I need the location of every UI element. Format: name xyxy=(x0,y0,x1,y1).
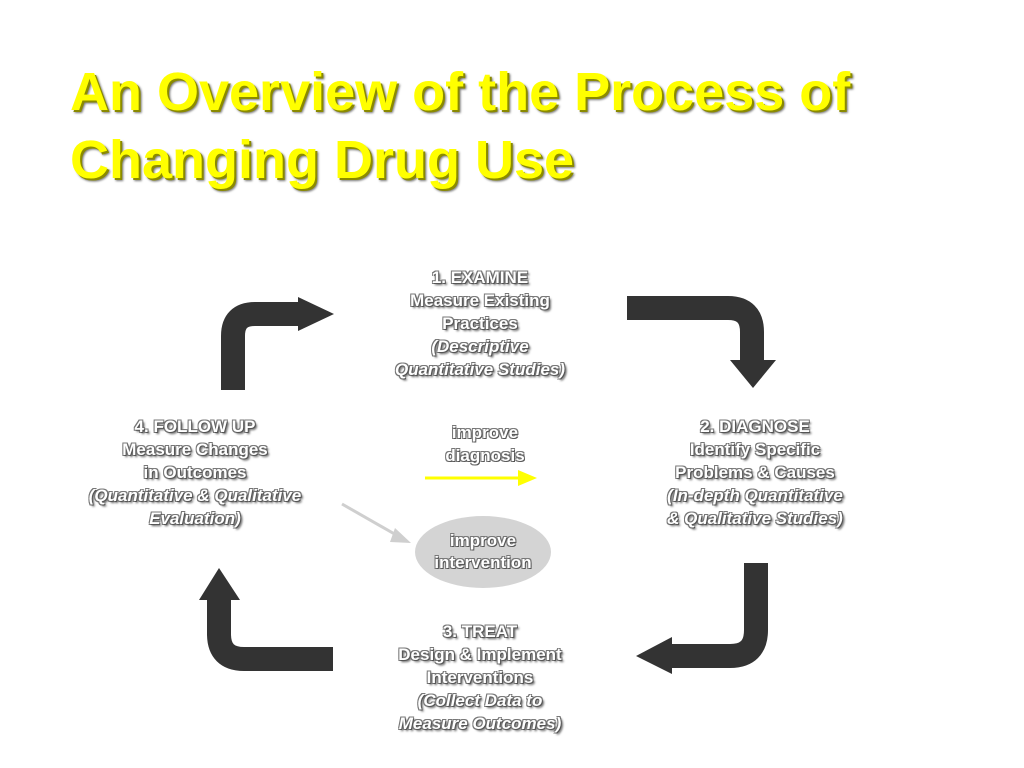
improve-diagnosis-line-2: diagnosis xyxy=(445,446,525,465)
stage-followup-line-2: in Outcomes xyxy=(143,463,247,482)
stage-examine-italic-2: Quantitative Studies) xyxy=(394,360,566,379)
arrow-head-examine-to-diagnose xyxy=(730,360,776,388)
stage-diagnose-italic-1: (In-depth Quantitative xyxy=(667,486,843,505)
stage-followup-italic-2: Evaluation) xyxy=(149,509,241,528)
stage-diagnose-heading: 2. DIAGNOSE xyxy=(700,417,810,436)
slide-title: An Overview of the Process of Changing D… xyxy=(70,58,970,194)
arrow-examine-to-diagnose xyxy=(627,296,764,360)
slide-title-line-2: Changing Drug Use xyxy=(70,130,575,190)
stage-treat-heading: 3. TREAT xyxy=(442,622,518,641)
arrow-head-improve-diagnosis xyxy=(518,470,537,486)
improve-intervention-line-2: intervention xyxy=(434,553,532,572)
arrow-improve-intervention xyxy=(341,502,399,538)
stage-examine-line-2: Practices xyxy=(442,314,518,333)
stage-followup: 4. FOLLOW UP Measure Changes in Outcomes… xyxy=(55,415,335,530)
arrow-head-improve-intervention xyxy=(390,528,411,543)
stage-examine: 1. EXAMINE Measure Existing Practices (D… xyxy=(360,266,600,381)
improve-intervention-line-1: improve xyxy=(449,531,517,550)
arrow-treat-to-followup xyxy=(207,596,333,671)
stage-treat-line-1: Design & Implement xyxy=(398,645,562,664)
arrow-head-followup-to-examine xyxy=(298,297,334,331)
stage-treat-italic-2: Measure Outcomes) xyxy=(398,714,562,733)
stage-diagnose-line-1: Identify Specific xyxy=(689,440,821,459)
stage-diagnose-line-2: Problems & Causes xyxy=(675,463,835,482)
improve-diagnosis-line-1: improve xyxy=(451,423,519,442)
slide-title-line-1: An Overview of the Process of xyxy=(70,62,851,122)
improve-intervention-ellipse: improve intervention xyxy=(415,516,551,588)
arrow-head-treat-to-followup xyxy=(199,568,240,600)
stage-treat: 3. TREAT Design & Implement Intervention… xyxy=(360,620,600,735)
stage-examine-italic-1: (Descriptive xyxy=(431,337,529,356)
stage-diagnose: 2. DIAGNOSE Identify Specific Problems &… xyxy=(630,415,880,530)
stage-treat-italic-1: (Collect Data to xyxy=(417,691,543,710)
stage-examine-heading: 1. EXAMINE xyxy=(431,268,529,287)
improve-diagnosis-label: improve diagnosis xyxy=(420,421,550,467)
stage-diagnose-italic-2: & Qualitative Studies) xyxy=(667,509,843,528)
stage-examine-line-1: Measure Existing xyxy=(410,291,550,310)
stage-treat-line-2: Interventions xyxy=(426,668,534,687)
arrow-diagnose-to-treat xyxy=(668,563,768,668)
arrow-followup-to-examine xyxy=(221,302,300,390)
stage-followup-italic-1: (Quantitative & Qualitative xyxy=(88,486,302,505)
stage-followup-heading: 4. FOLLOW UP xyxy=(134,417,256,436)
stage-followup-line-1: Measure Changes xyxy=(122,440,268,459)
arrow-head-diagnose-to-treat xyxy=(636,637,672,674)
